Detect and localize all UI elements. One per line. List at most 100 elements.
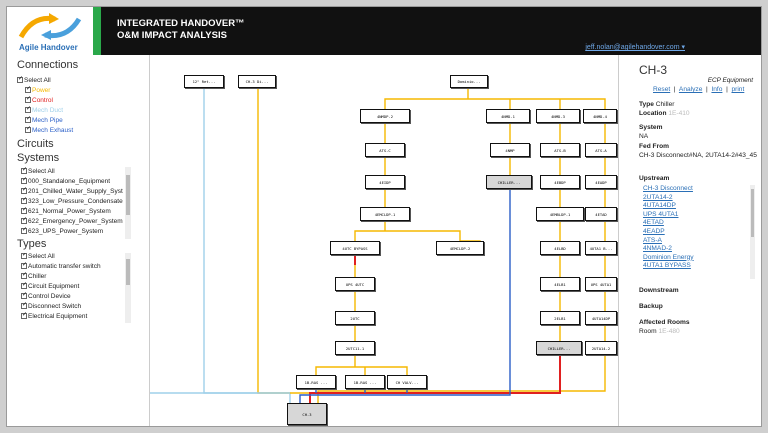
- reset-link[interactable]: Reset: [653, 86, 671, 93]
- system-filter-item[interactable]: 000_Standalone_Equipment: [21, 176, 110, 185]
- diagram-node[interactable]: UPS 4UTA1: [585, 277, 617, 291]
- diagram-node[interactable]: 4NMDP-2: [360, 109, 410, 123]
- diagram-node[interactable]: CHILLER...: [486, 175, 532, 189]
- connection-filter-item[interactable]: Select All: [17, 75, 51, 84]
- type-filter-item[interactable]: Control Device: [21, 291, 71, 300]
- diagram-node[interactable]: 12" Ret...: [184, 75, 224, 88]
- diagram-node[interactable]: 4UTA1 B...: [585, 241, 617, 255]
- diagram-node[interactable]: 4EMBLDP-1: [536, 207, 584, 221]
- type-filter-item[interactable]: Automatic transfer switch: [21, 261, 101, 270]
- diagram-node[interactable]: Dominio...: [450, 75, 488, 88]
- upstream-item[interactable]: 4UTA14DP: [643, 202, 676, 210]
- pipe-line: [299, 189, 511, 403]
- checkbox[interactable]: [21, 311, 27, 319]
- checkbox[interactable]: [25, 95, 31, 103]
- diagram-node[interactable]: 4NMD-3: [536, 109, 580, 123]
- types-list[interactable]: Select AllAutomatic transfer switchChill…: [21, 253, 131, 323]
- upstream-item[interactable]: CH-3 Disconnect: [643, 185, 693, 192]
- connection-filter-item[interactable]: Mech Exhaust: [25, 125, 73, 134]
- system-filter-item[interactable]: 621_Normal_Power_System: [21, 206, 111, 215]
- print-link[interactable]: print: [731, 86, 745, 93]
- diagram-node[interactable]: 4UTA14DP: [585, 311, 617, 325]
- logo-text: Agile Handover: [19, 43, 78, 52]
- system-filter-item[interactable]: 201_Chilled_Water_Supply_Syst: [21, 186, 123, 195]
- checkbox[interactable]: [21, 253, 27, 259]
- duct-line: [203, 87, 291, 403]
- checkbox[interactable]: [25, 125, 31, 133]
- diagram-node[interactable]: 4NMD-4: [583, 109, 617, 123]
- diagram-node[interactable]: CH-3 Di...: [238, 75, 276, 88]
- checkbox[interactable]: [25, 105, 31, 113]
- info-link[interactable]: Info: [711, 86, 723, 93]
- upstream-item[interactable]: 4EADP: [643, 227, 665, 235]
- upstream-scrollbar[interactable]: [750, 185, 755, 279]
- diagram-node[interactable]: CHILLER...: [536, 341, 582, 355]
- diagram-node[interactable]: 4EIDP: [365, 175, 405, 189]
- upstream-item[interactable]: 4UTA1 BYPASS: [643, 262, 691, 270]
- diagram-node[interactable]: 1B-RAS ...: [345, 375, 385, 389]
- system-filter-item[interactable]: 623_UPS_Power_System: [21, 226, 103, 235]
- type-filter-item[interactable]: Chiller: [21, 271, 46, 280]
- diagram-node[interactable]: 4EMCLDP-1: [360, 207, 410, 221]
- types-scrollbar[interactable]: [125, 253, 131, 323]
- diagram-node[interactable]: 2UTC: [335, 311, 375, 325]
- dependency-diagram[interactable]: 12" Ret... CH-3 Di... Dominio... 4NMDP-2…: [149, 55, 619, 426]
- upstream-item[interactable]: 4ETAD: [643, 219, 664, 227]
- user-menu[interactable]: jeff.nolan@agilehandover.com ▾: [585, 44, 685, 51]
- diagram-node[interactable]: 4EBDP: [540, 175, 580, 189]
- diagram-node[interactable]: CH VALV...: [387, 375, 427, 389]
- checkbox[interactable]: [21, 186, 27, 194]
- diagram-node[interactable]: 2UTC11-1: [335, 341, 375, 355]
- system-filter-item[interactable]: 323_Low_Pressure_Condensate: [21, 196, 123, 205]
- diagram-node[interactable]: 2UTA14-2: [585, 341, 617, 355]
- checkbox[interactable]: [21, 196, 27, 204]
- diagram-node[interactable]: 2ELB1: [540, 311, 580, 325]
- diagram-node[interactable]: 4EADP: [585, 175, 617, 189]
- checkbox[interactable]: [21, 301, 27, 309]
- diagram-node[interactable]: 4NMP: [490, 143, 530, 157]
- checkbox[interactable]: [21, 176, 27, 184]
- diagram-node[interactable]: ATS-C: [365, 143, 405, 157]
- type-filter-item[interactable]: Circuit Equipment: [21, 281, 79, 290]
- system-filter-item[interactable]: 622_Emergency_Power_System: [21, 216, 123, 225]
- diagram-node[interactable]: ATS-A: [585, 143, 617, 157]
- checkbox[interactable]: [21, 216, 27, 224]
- connection-filter-item[interactable]: Mech Duct: [25, 105, 63, 114]
- upstream-item[interactable]: 4NMAD-2: [643, 245, 672, 253]
- diagram-node[interactable]: UPS 4UTC: [335, 277, 375, 291]
- checkbox[interactable]: [17, 75, 23, 83]
- upstream-item[interactable]: Dominion Energy: [643, 253, 694, 261]
- diagram-node[interactable]: 1B-RAS ...: [296, 375, 336, 389]
- diagram-node[interactable]: 4NMD-1: [486, 109, 530, 123]
- analyze-link[interactable]: Analyze: [678, 86, 703, 93]
- type-filter-item[interactable]: Select All: [21, 253, 55, 260]
- diagram-node[interactable]: 4UTC BYPASS: [330, 241, 380, 255]
- checkbox[interactable]: [25, 115, 31, 123]
- systems-list[interactable]: Select All000_Standalone_Equipment201_Ch…: [21, 167, 131, 239]
- checkbox[interactable]: [21, 261, 27, 269]
- diagram-node[interactable]: 4ETAD: [585, 207, 617, 221]
- connection-filter-item[interactable]: Power: [25, 85, 50, 94]
- checkbox[interactable]: [21, 226, 27, 234]
- upstream-item[interactable]: UPS 4UTA1: [643, 210, 679, 218]
- diagram-node[interactable]: ATS-B: [540, 143, 580, 157]
- systems-scrollbar[interactable]: [125, 167, 131, 239]
- selected-node-ch3[interactable]: CH-3: [287, 403, 327, 425]
- system-filter-item[interactable]: Select All: [21, 167, 55, 175]
- diagram-node[interactable]: 4EMCLDP-2: [436, 241, 484, 255]
- diagram-node[interactable]: 4ELBD: [540, 241, 580, 255]
- checkbox[interactable]: [25, 85, 31, 93]
- upstream-item[interactable]: 2UTA14-2: [643, 193, 673, 201]
- connection-filter-item[interactable]: Control: [25, 95, 53, 104]
- diagram-node[interactable]: 4ELB1: [540, 277, 580, 291]
- checkbox[interactable]: [21, 271, 27, 279]
- connection-filter-item[interactable]: Mech Pipe: [25, 115, 63, 124]
- type-filter-item[interactable]: Disconnect Switch: [21, 301, 81, 310]
- checkbox[interactable]: [21, 206, 27, 214]
- checkbox[interactable]: [21, 291, 27, 299]
- type-filter-item[interactable]: Electrical Equipment: [21, 311, 87, 320]
- checkbox[interactable]: [21, 167, 27, 174]
- upstream-item[interactable]: ATS-A: [643, 236, 662, 244]
- checkbox[interactable]: [21, 281, 27, 289]
